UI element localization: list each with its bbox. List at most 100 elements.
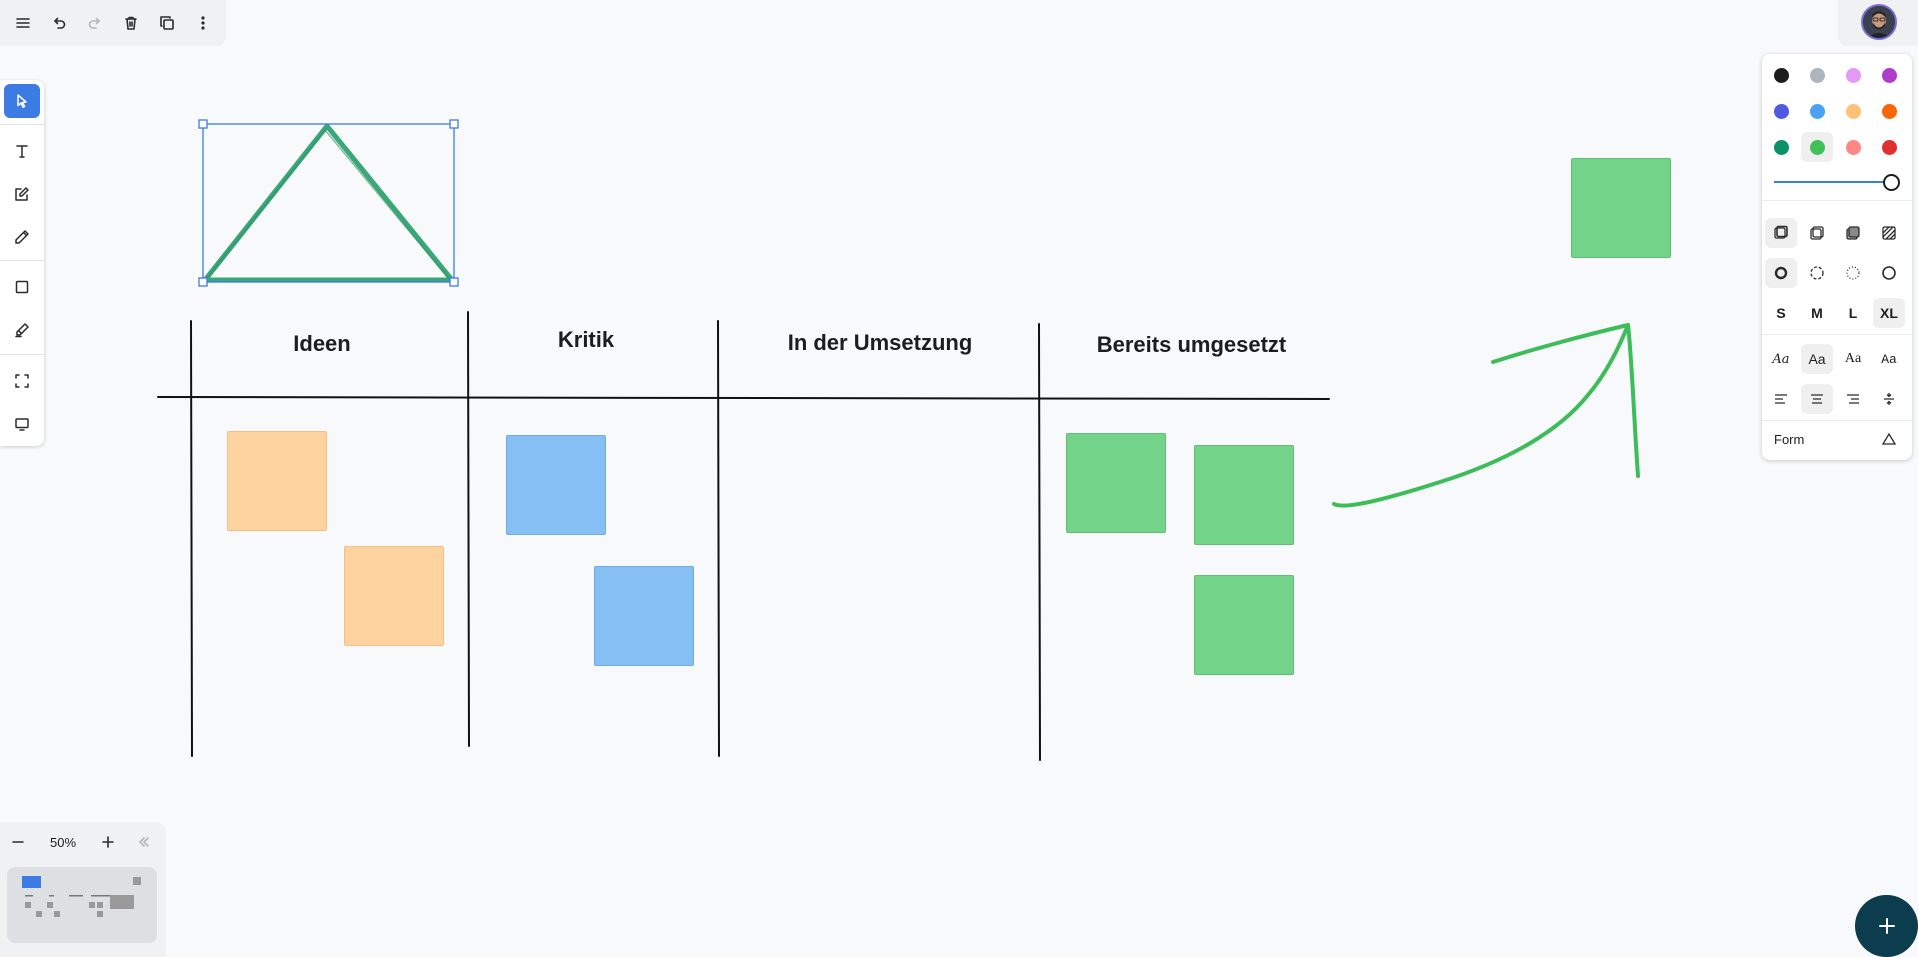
color-dot bbox=[1809, 67, 1825, 83]
color-swatch[interactable] bbox=[1837, 60, 1869, 90]
column-header-in-der-umsetzung[interactable]: In der Umsetzung bbox=[787, 330, 973, 355]
sticky-note[interactable] bbox=[344, 546, 444, 646]
dash-dashed-option[interactable] bbox=[1801, 258, 1833, 288]
delete-button[interactable] bbox=[116, 8, 146, 38]
column-line bbox=[467, 311, 470, 747]
select-tool[interactable] bbox=[4, 84, 40, 118]
color-swatch[interactable] bbox=[1801, 96, 1833, 126]
color-swatch[interactable] bbox=[1765, 60, 1797, 90]
align-center-option[interactable] bbox=[1801, 384, 1833, 414]
rectangle-tool[interactable] bbox=[4, 270, 40, 304]
color-swatch[interactable] bbox=[1765, 96, 1797, 126]
vertical-align-option[interactable] bbox=[1873, 384, 1905, 414]
color-dot bbox=[1809, 139, 1825, 155]
collapse-minimap-button[interactable] bbox=[126, 824, 162, 860]
draw-tool[interactable] bbox=[4, 220, 40, 254]
duplicate-button[interactable] bbox=[152, 8, 182, 38]
align-right-option[interactable] bbox=[1837, 384, 1869, 414]
presentation-tool[interactable] bbox=[4, 407, 40, 441]
font-sans-option[interactable]: Aa bbox=[1801, 344, 1833, 374]
sticky-note[interactable] bbox=[1066, 433, 1166, 533]
fill-pattern-option[interactable] bbox=[1873, 218, 1905, 248]
menu-button[interactable] bbox=[8, 8, 38, 38]
sticky-note[interactable] bbox=[506, 435, 606, 535]
color-swatch[interactable] bbox=[1801, 132, 1833, 162]
column-line bbox=[717, 320, 720, 757]
color-dot bbox=[1881, 67, 1897, 83]
column-header-ideen[interactable]: Ideen bbox=[293, 331, 351, 356]
user-photo-icon bbox=[1863, 6, 1895, 38]
sticky-note[interactable] bbox=[227, 431, 327, 531]
color-dot bbox=[1773, 139, 1789, 155]
avatar[interactable] bbox=[1861, 4, 1897, 40]
frame-icon bbox=[15, 374, 29, 388]
size-s-option[interactable]: S bbox=[1776, 305, 1786, 321]
column-header-kritik[interactable]: Kritik bbox=[557, 327, 615, 352]
arrow-drawing[interactable] bbox=[1332, 323, 1640, 508]
sticky-note[interactable] bbox=[1194, 575, 1294, 675]
divider bbox=[1762, 334, 1912, 335]
undo-button[interactable] bbox=[44, 8, 74, 38]
color-swatch[interactable] bbox=[1873, 60, 1905, 90]
text-icon bbox=[16, 145, 28, 158]
plus-icon bbox=[102, 836, 114, 848]
size-xl-option[interactable]: XL bbox=[1873, 298, 1905, 328]
fill-solid-option[interactable] bbox=[1837, 218, 1869, 248]
more-button[interactable] bbox=[188, 8, 218, 38]
zoom-out-button[interactable] bbox=[0, 824, 36, 860]
color-dot bbox=[1845, 139, 1861, 155]
triangle-shape[interactable] bbox=[202, 123, 455, 283]
frame-tool[interactable] bbox=[4, 364, 40, 398]
draw-icon bbox=[15, 230, 29, 244]
font-draw-option[interactable]: Aa bbox=[1772, 351, 1790, 367]
resize-handle[interactable] bbox=[449, 119, 459, 129]
minus-icon bbox=[12, 841, 24, 843]
slider-thumb[interactable] bbox=[1883, 174, 1900, 191]
more-icon bbox=[201, 16, 205, 30]
triangle-icon bbox=[1881, 432, 1897, 445]
font-mono-option[interactable]: Aa bbox=[1881, 351, 1897, 367]
size-m-option[interactable]: M bbox=[1811, 305, 1823, 321]
color-swatch[interactable] bbox=[1837, 96, 1869, 126]
highlighter-tool[interactable] bbox=[4, 313, 40, 347]
dash-draw-option[interactable] bbox=[1765, 258, 1797, 288]
resize-handle[interactable] bbox=[198, 277, 208, 287]
add-button[interactable] bbox=[1855, 895, 1918, 957]
sticky-note[interactable] bbox=[1571, 158, 1671, 258]
dash-solid-option[interactable] bbox=[1873, 258, 1905, 288]
sticky-note[interactable] bbox=[1194, 445, 1294, 545]
zoom-level[interactable]: 50% bbox=[49, 834, 77, 850]
fill-semi-option[interactable] bbox=[1801, 218, 1833, 248]
zoom-in-button[interactable] bbox=[90, 824, 126, 860]
align-left-option[interactable] bbox=[1765, 384, 1797, 414]
note-tool[interactable] bbox=[4, 177, 40, 211]
text-tool[interactable] bbox=[4, 134, 40, 168]
minimap[interactable] bbox=[7, 867, 157, 943]
fill-none-option[interactable] bbox=[1765, 218, 1797, 248]
selection-box[interactable] bbox=[198, 119, 459, 287]
sticky-note[interactable] bbox=[594, 566, 694, 666]
trash-icon bbox=[125, 16, 137, 30]
align-right-icon bbox=[1847, 394, 1859, 404]
dash-draw-icon bbox=[1774, 266, 1788, 280]
zoom-bar: 50% bbox=[0, 822, 166, 862]
shape-select-button[interactable] bbox=[1873, 424, 1905, 454]
color-dot bbox=[1773, 103, 1789, 119]
dash-dotted-option[interactable] bbox=[1837, 258, 1869, 288]
color-swatch[interactable] bbox=[1837, 132, 1869, 162]
color-swatch[interactable] bbox=[1873, 96, 1905, 126]
tool-palette bbox=[0, 80, 44, 446]
opacity-slider[interactable] bbox=[1774, 172, 1900, 192]
color-swatch[interactable] bbox=[1873, 132, 1905, 162]
color-swatch[interactable] bbox=[1801, 60, 1833, 90]
column-header-bereits-umgesetzt[interactable]: Bereits umgesetzt bbox=[1096, 332, 1287, 357]
size-l-option[interactable]: L bbox=[1848, 305, 1858, 321]
color-swatch[interactable] bbox=[1765, 132, 1797, 162]
style-panel: S M L XL Aa Aa Aa Aa Form bbox=[1762, 54, 1912, 460]
redo-button[interactable] bbox=[80, 8, 110, 38]
resize-handle[interactable] bbox=[198, 119, 208, 129]
font-serif-option[interactable]: Aa bbox=[1844, 351, 1862, 366]
color-dot bbox=[1773, 67, 1789, 83]
resize-handle[interactable] bbox=[449, 277, 459, 287]
